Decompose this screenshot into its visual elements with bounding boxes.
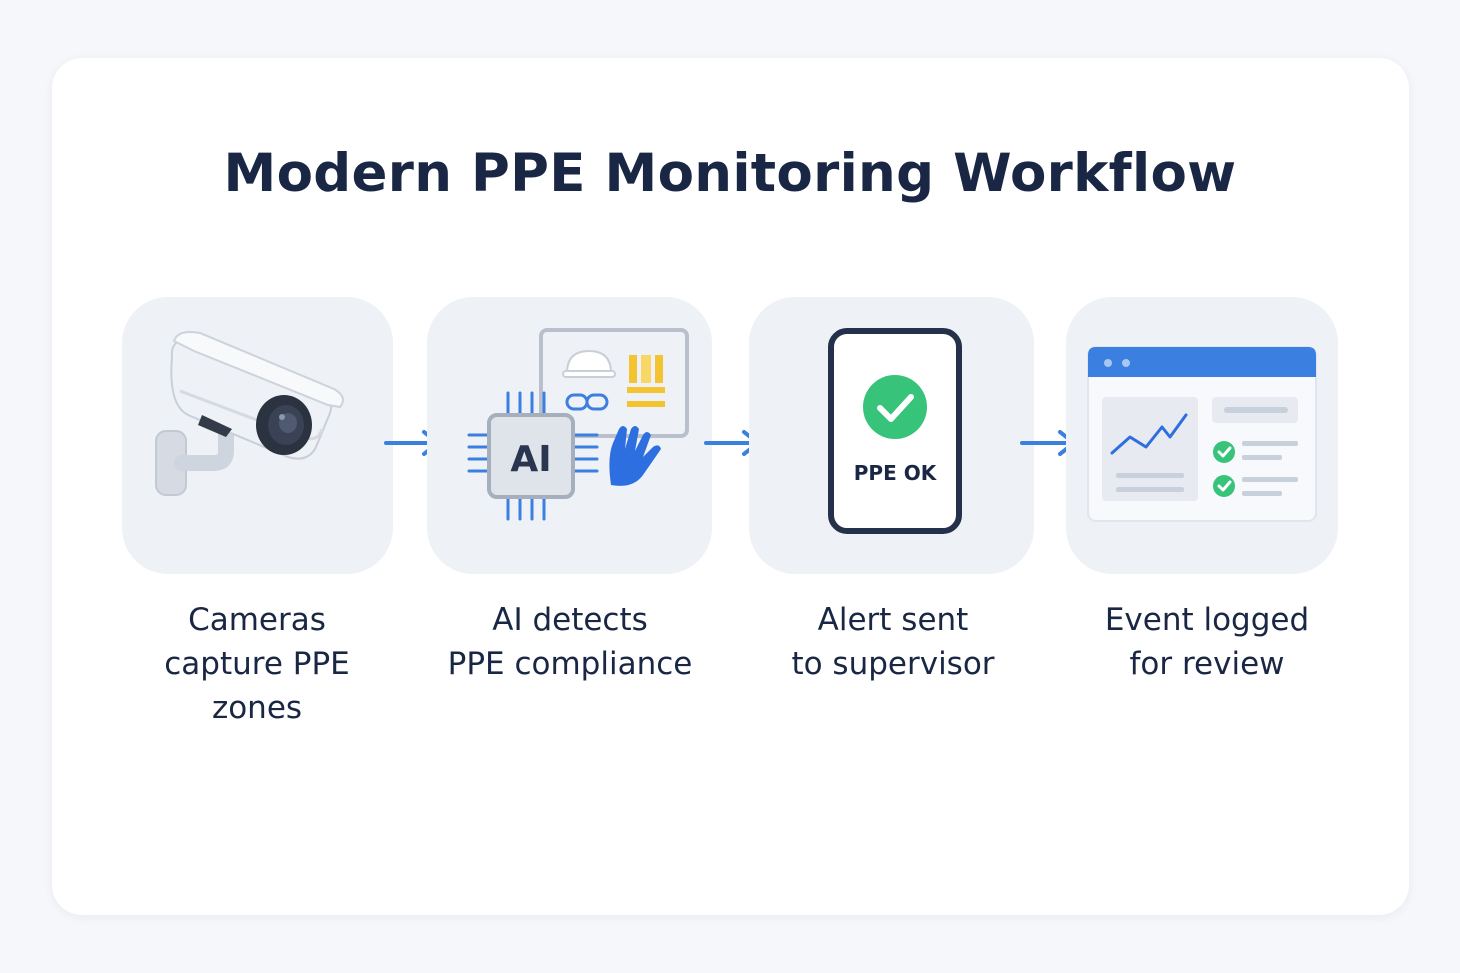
step-4-label-line: for review <box>1129 646 1285 682</box>
page-title: Modern PPE Monitoring Workflow <box>223 143 1237 204</box>
step-2-tile: AI <box>427 297 712 574</box>
phone-alert-icon: PPE OK <box>828 328 962 534</box>
step-3-label: Alert sent to supervisor <box>742 598 1044 686</box>
step-4-tile <box>1066 297 1338 574</box>
step-1-tile <box>122 297 393 574</box>
phone-status-text: PPE OK <box>854 461 938 485</box>
step-3-label-line: Alert sent <box>817 602 969 638</box>
step-3-label-line: to supervisor <box>791 646 995 682</box>
step-1-label-line: zones <box>211 690 303 726</box>
step-1-label-line: Cameras <box>188 602 326 638</box>
step-1-label: Cameras capture PPE zones <box>107 598 407 730</box>
step-2-label: AI detects PPE compliance <box>410 598 730 686</box>
security-camera-icon <box>155 331 344 496</box>
step-1-label-line: capture PPE <box>164 646 350 682</box>
check-circle-icon <box>863 375 927 439</box>
step-4-label-line: Event logged <box>1104 602 1310 638</box>
step-4-label: Event logged for review <box>1056 598 1358 686</box>
step-2-label-line: PPE compliance <box>447 646 693 682</box>
dashboard-log-icon <box>1087 346 1317 522</box>
step-3-tile: PPE OK <box>749 297 1034 574</box>
step-2-label-line: AI detects <box>492 602 648 638</box>
ai-chip-icon: AI <box>467 328 689 521</box>
chip-label: AI <box>510 439 551 480</box>
